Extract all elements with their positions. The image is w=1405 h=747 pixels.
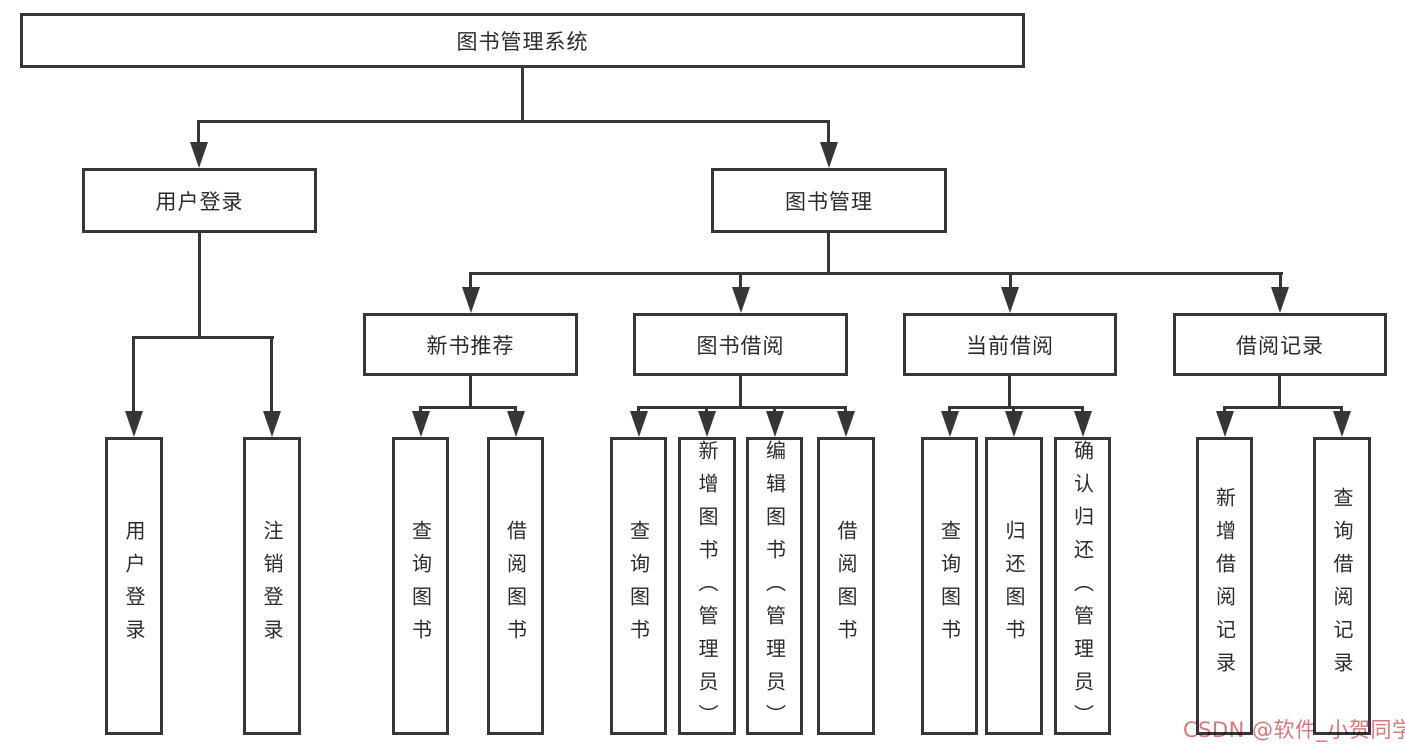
arrow-down-icon — [766, 411, 784, 437]
node-borrow-record: 借阅记录 — [1173, 313, 1387, 376]
connector-drop-user-login — [197, 120, 200, 146]
node-borrow-record-label: 借阅记录 — [1236, 333, 1324, 358]
node-cb-query-book: 查询图书 — [921, 437, 978, 735]
connector-book-borrow-stem — [739, 376, 742, 406]
arrow-down-icon — [1001, 287, 1019, 313]
connector-new-book-rec-branch — [419, 406, 517, 409]
arrow-down-icon — [412, 411, 430, 437]
connector-level2 — [197, 120, 830, 123]
connector-level3 — [469, 272, 1283, 275]
connector-drop-book-mgmt — [827, 120, 830, 146]
arrow-down-icon — [820, 142, 838, 168]
node-cb-confirm-return: 确认归还（管理员） — [1054, 437, 1111, 737]
node-current-borrow-label: 当前借阅 — [966, 333, 1054, 358]
node-cb-return-book: 归还图书 — [985, 437, 1043, 735]
connector-drop-current-borrow — [1009, 272, 1012, 289]
arrow-down-icon — [698, 411, 716, 437]
node-root: 图书管理系统 — [20, 13, 1025, 68]
connector-drop-book-borrow — [739, 272, 742, 289]
connector-new-book-rec-stem — [469, 376, 472, 406]
arrow-down-icon — [732, 287, 750, 313]
node-book-mgmt: 图书管理 — [711, 168, 947, 233]
node-book-mgmt-label: 图书管理 — [785, 189, 873, 214]
node-bb-add-book: 新增图书（管理员） — [678, 437, 736, 737]
node-br-query-record-label: 查询借阅记录 — [1330, 487, 1354, 685]
connector-drop — [1081, 406, 1084, 415]
connector-book-mgmt-stem — [827, 233, 830, 272]
arrow-down-icon — [1074, 411, 1092, 437]
connector-drop-leaf-user-login — [132, 336, 135, 413]
connector-drop — [637, 406, 640, 415]
node-cb-confirm-return-label: 确认归还（管理员） — [1070, 440, 1095, 737]
node-user-login-label: 用户登录 — [155, 189, 244, 214]
node-cb-query-book-label: 查询图书 — [937, 520, 962, 652]
node-br-query-record: 查询借阅记录 — [1313, 437, 1371, 735]
node-bb-edit-book: 编辑图书（管理员） — [746, 437, 803, 737]
node-leaf-user-login: 用户登录 — [105, 437, 163, 735]
node-bb-query-book: 查询图书 — [610, 437, 667, 735]
node-cb-return-book-label: 归还图书 — [1002, 520, 1026, 652]
arrow-down-icon — [125, 411, 143, 437]
connector-drop — [773, 406, 776, 415]
node-rec-query-book: 查询图书 — [392, 437, 449, 735]
connector-book-borrow-branch — [637, 406, 847, 409]
node-bb-borrow-book: 借阅图书 — [817, 437, 875, 735]
connector-drop-borrow-record — [1279, 272, 1282, 289]
node-bb-borrow-book-label: 借阅图书 — [834, 520, 858, 652]
arrow-down-icon — [462, 287, 480, 313]
node-leaf-logout-label: 注销登录 — [260, 520, 284, 652]
connector-borrow-record-branch — [1223, 406, 1343, 409]
connector-drop — [948, 406, 951, 415]
connector-drop — [1223, 406, 1226, 415]
node-br-add-record: 新增借阅记录 — [1196, 437, 1253, 735]
connector-user-login-branch — [133, 336, 274, 339]
connector-current-borrow-stem — [1008, 376, 1011, 406]
node-new-book-rec-label: 新书推荐 — [426, 333, 515, 358]
connector-drop — [1340, 406, 1343, 415]
arrow-down-icon — [190, 142, 208, 168]
node-new-book-rec: 新书推荐 — [363, 313, 578, 376]
connector-borrow-record-stem — [1278, 376, 1281, 406]
arrow-down-icon — [263, 411, 281, 437]
node-rec-borrow-book: 借阅图书 — [487, 437, 544, 735]
connector-drop-leaf-logout — [270, 336, 273, 413]
node-bb-edit-book-label: 编辑图书（管理员） — [762, 440, 787, 737]
connector-user-login-stem — [198, 233, 201, 336]
arrow-down-icon — [1333, 411, 1351, 437]
connector-root-stem — [521, 68, 524, 120]
connector-drop-new-book-rec — [469, 272, 472, 289]
arrow-down-icon — [1216, 411, 1234, 437]
node-book-borrow: 图书借阅 — [633, 313, 848, 376]
connector-drop — [844, 406, 847, 415]
node-rec-query-book-label: 查询图书 — [408, 520, 433, 652]
node-user-login: 用户登录 — [82, 168, 317, 233]
node-root-label: 图书管理系统 — [456, 29, 589, 54]
arrow-down-icon — [630, 411, 648, 437]
node-leaf-user-login-label: 用户登录 — [122, 520, 146, 652]
node-rec-borrow-book-label: 借阅图书 — [503, 520, 528, 652]
arrow-down-icon — [837, 411, 855, 437]
connector-drop — [514, 406, 517, 415]
node-leaf-logout: 注销登录 — [243, 437, 301, 735]
node-br-add-record-label: 新增借阅记录 — [1212, 487, 1237, 685]
arrow-down-icon — [507, 411, 525, 437]
arrow-down-icon — [1005, 411, 1023, 437]
arrow-down-icon — [1271, 287, 1289, 313]
node-bb-add-book-label: 新增图书（管理员） — [695, 440, 719, 737]
node-current-borrow: 当前借阅 — [903, 313, 1117, 376]
connector-drop — [1012, 406, 1015, 415]
node-bb-query-book-label: 查询图书 — [626, 520, 651, 652]
connector-current-borrow-branch — [948, 406, 1084, 409]
connector-drop — [705, 406, 708, 415]
connector-drop — [419, 406, 422, 415]
arrow-down-icon — [941, 411, 959, 437]
csdn-watermark: CSDN @软件_小贺同学 — [1183, 718, 1405, 742]
node-book-borrow-label: 图书借阅 — [696, 333, 785, 358]
